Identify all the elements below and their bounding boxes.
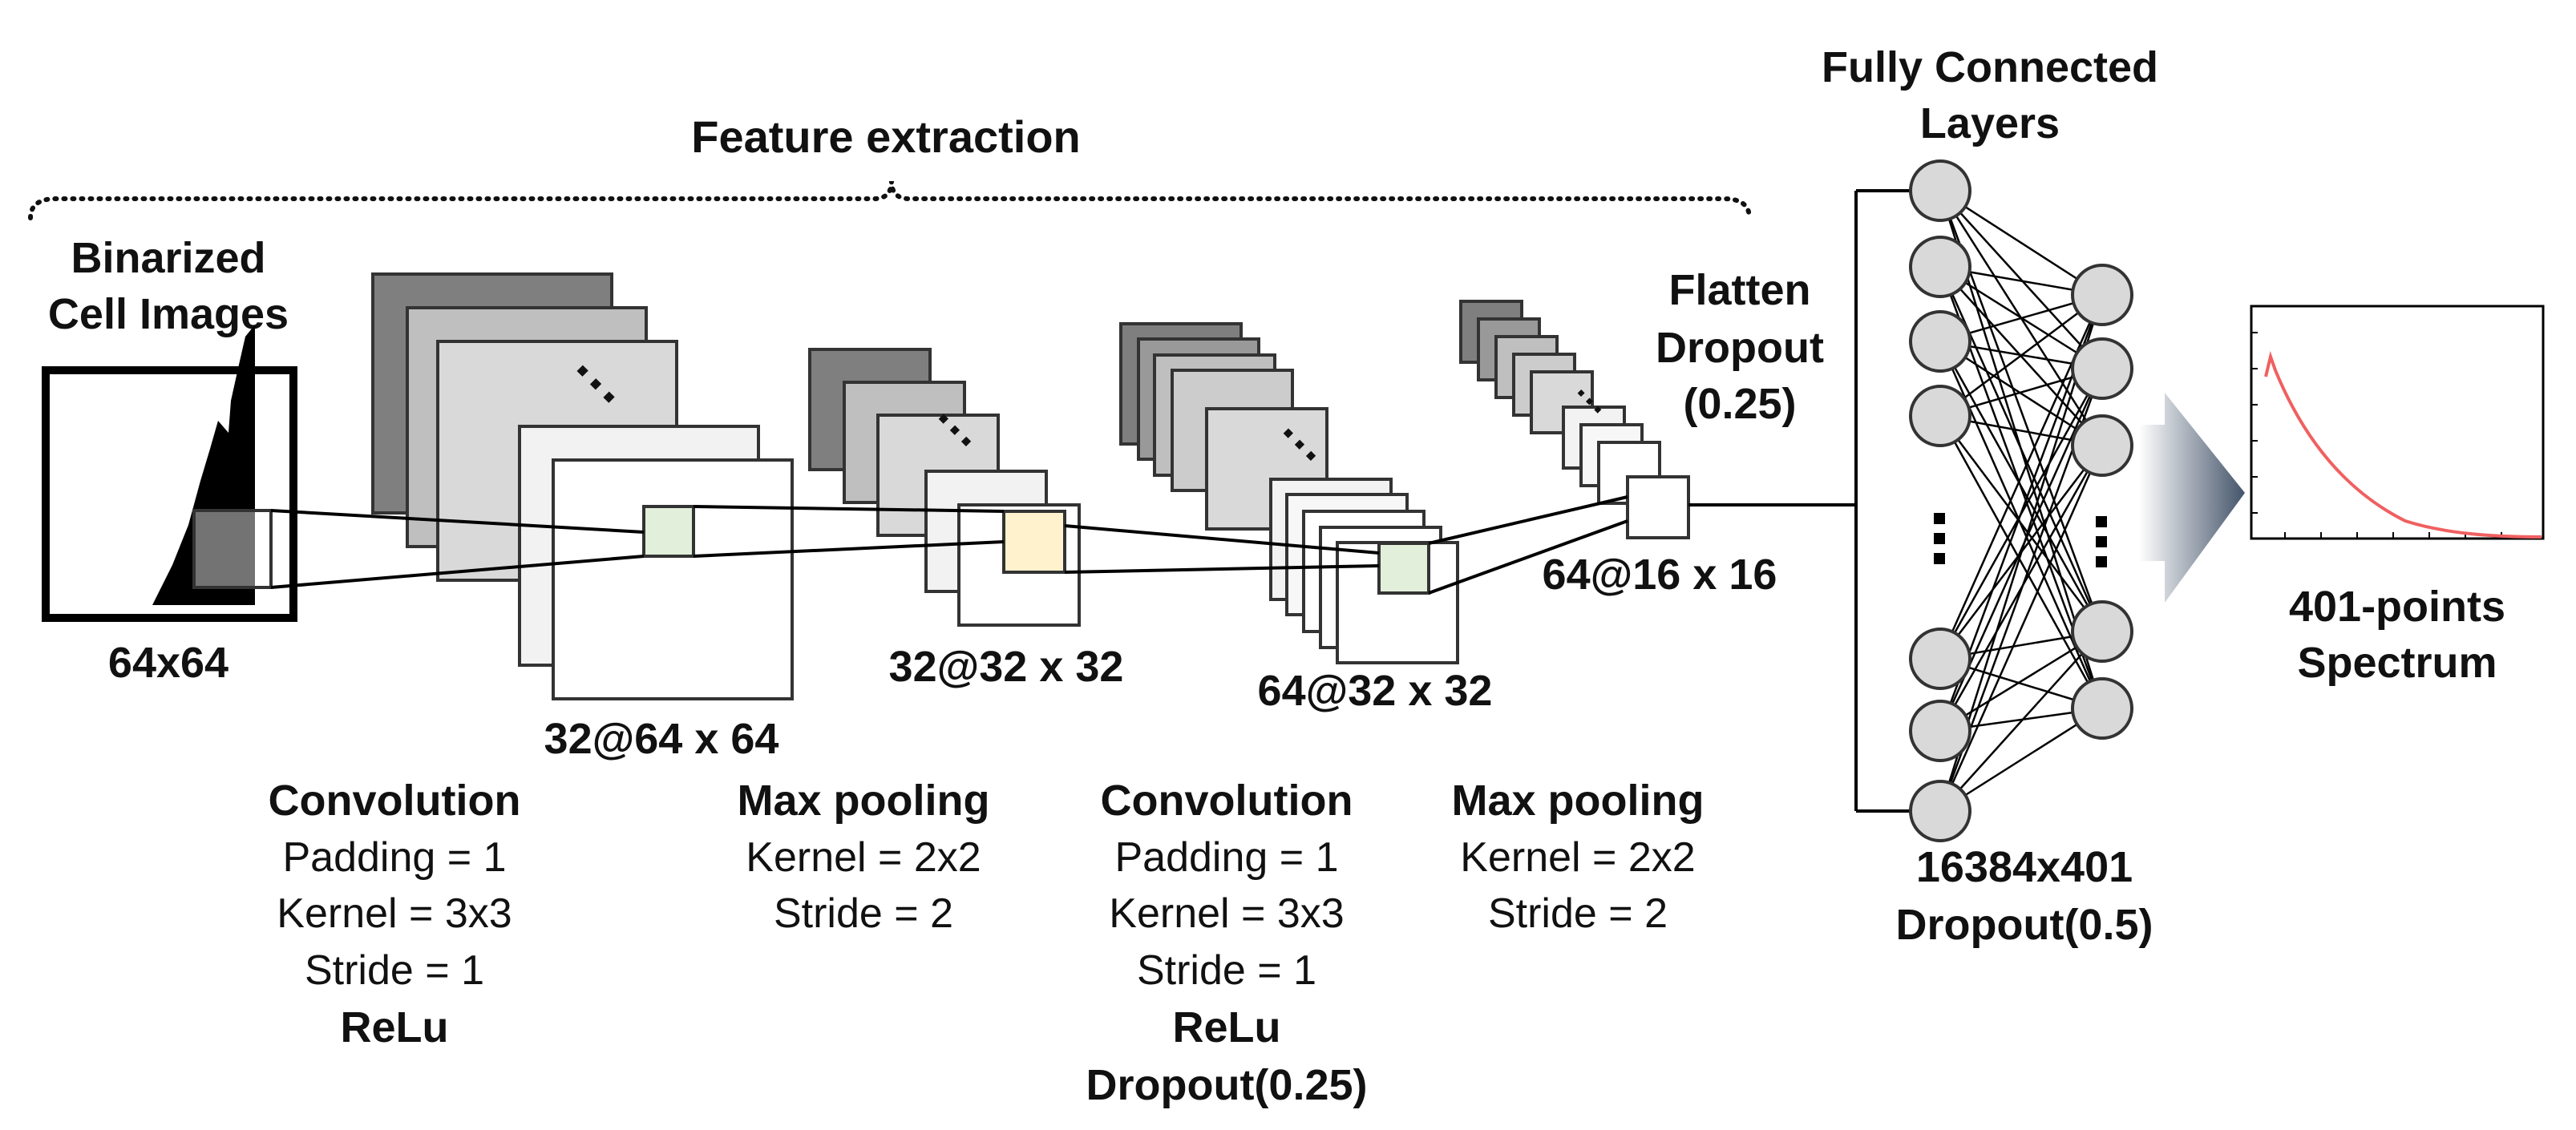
projection-lines	[270, 495, 1628, 595]
flatten-label: Flatten	[1668, 266, 1810, 314]
conv2-param: Padding = 1	[1114, 834, 1338, 881]
output-label-line1: 401-points	[2289, 583, 2505, 631]
neuron	[2071, 600, 2133, 663]
neuron	[1909, 700, 1971, 762]
pool1-param: Kernel = 2x2	[746, 834, 981, 881]
spectrum-line	[2264, 350, 2542, 539]
pool1-description: Max pooling Kernel = 2x2 Stride = 2	[738, 777, 990, 937]
neuron	[2071, 677, 2133, 740]
conv2-description: Convolution Padding = 1 Kernel = 3x3 Str…	[1086, 777, 1368, 1109]
conv1-kernel	[642, 505, 695, 558]
conv2-dropout: Dropout(0.25)	[1086, 1061, 1368, 1109]
spectrum-plot	[2250, 305, 2545, 540]
fc-input-ellipsis	[1934, 513, 1945, 564]
fc-title-line1: Fully Connected	[1822, 43, 2158, 91]
conv1-feature-maps: ···	[371, 272, 794, 700]
fc-dropout-label: Dropout(0.5)	[1896, 901, 2153, 949]
pool2-title: Max pooling	[1452, 777, 1705, 825]
conv1-activation: ReLu	[341, 1003, 449, 1051]
input-size-label: 64x64	[108, 639, 228, 687]
fc-size-label: 16384x401	[1916, 843, 2133, 891]
neuron	[2071, 264, 2133, 326]
pool1-param: Stride = 2	[774, 890, 953, 937]
fc-output-ellipsis	[2096, 516, 2107, 567]
neuron	[1909, 628, 1971, 690]
fc-title-line2: Layers	[1920, 99, 2060, 147]
input-label-line2: Cell Images	[48, 290, 289, 338]
pool2-output-label: 64@16 x 16	[1543, 551, 1777, 599]
fc-output-neurons	[2071, 264, 2133, 740]
fc-input-neurons	[1909, 159, 1971, 842]
feature-extraction-brace	[28, 180, 1752, 220]
neuron	[2071, 337, 2133, 400]
neuron	[1909, 310, 1971, 373]
feature-extraction-title: Feature extraction	[691, 111, 1081, 162]
conv2-param: Stride = 1	[1137, 947, 1316, 994]
conv1-param: Padding = 1	[282, 834, 506, 881]
conv1-description: Convolution Padding = 1 Kernel = 3x3 Str…	[269, 777, 521, 1051]
conv1-output-label: 32@64 x 64	[544, 715, 779, 763]
pool2-param: Kernel = 2x2	[1460, 834, 1695, 881]
conv2-feature-maps: ···	[1119, 322, 1459, 664]
neuron	[1909, 159, 1971, 222]
pool2-feature-maps: ···	[1459, 300, 1690, 539]
neuron	[1909, 236, 1971, 298]
input-label-line1: Binarized	[71, 234, 265, 282]
conv2-kernel	[1377, 542, 1430, 595]
conv1-param: Stride = 1	[305, 947, 484, 994]
input-image	[42, 325, 297, 622]
flatten-dropout-value: (0.25)	[1683, 380, 1796, 428]
pool2-param: Stride = 2	[1488, 890, 1668, 937]
pool1-title: Max pooling	[738, 777, 990, 825]
conv1-param: Kernel = 3x3	[277, 890, 512, 937]
output-label-line2: Spectrum	[2297, 639, 2497, 687]
conv2-output-label: 64@32 x 32	[1258, 667, 1493, 715]
conv1-title: Convolution	[269, 777, 521, 825]
output-arrow	[2139, 393, 2245, 603]
pool2-description: Max pooling Kernel = 2x2 Stride = 2	[1452, 777, 1705, 937]
conv2-title: Convolution	[1101, 777, 1353, 825]
input-kernel-window	[192, 509, 273, 589]
neuron	[1909, 385, 1971, 447]
cell-shape	[152, 325, 255, 605]
conv2-param: Kernel = 3x3	[1109, 890, 1344, 937]
flatten-dropout-label: Dropout	[1656, 324, 1824, 372]
pool1-kernel	[1002, 510, 1066, 574]
neuron	[2071, 414, 2133, 477]
conv2-activation: ReLu	[1173, 1003, 1281, 1051]
neuron	[1909, 780, 1971, 842]
pool1-output-label: 32@32 x 32	[889, 643, 1124, 691]
fc-input-bracket	[1688, 189, 1918, 813]
pool1-feature-maps: ···	[808, 348, 1081, 627]
